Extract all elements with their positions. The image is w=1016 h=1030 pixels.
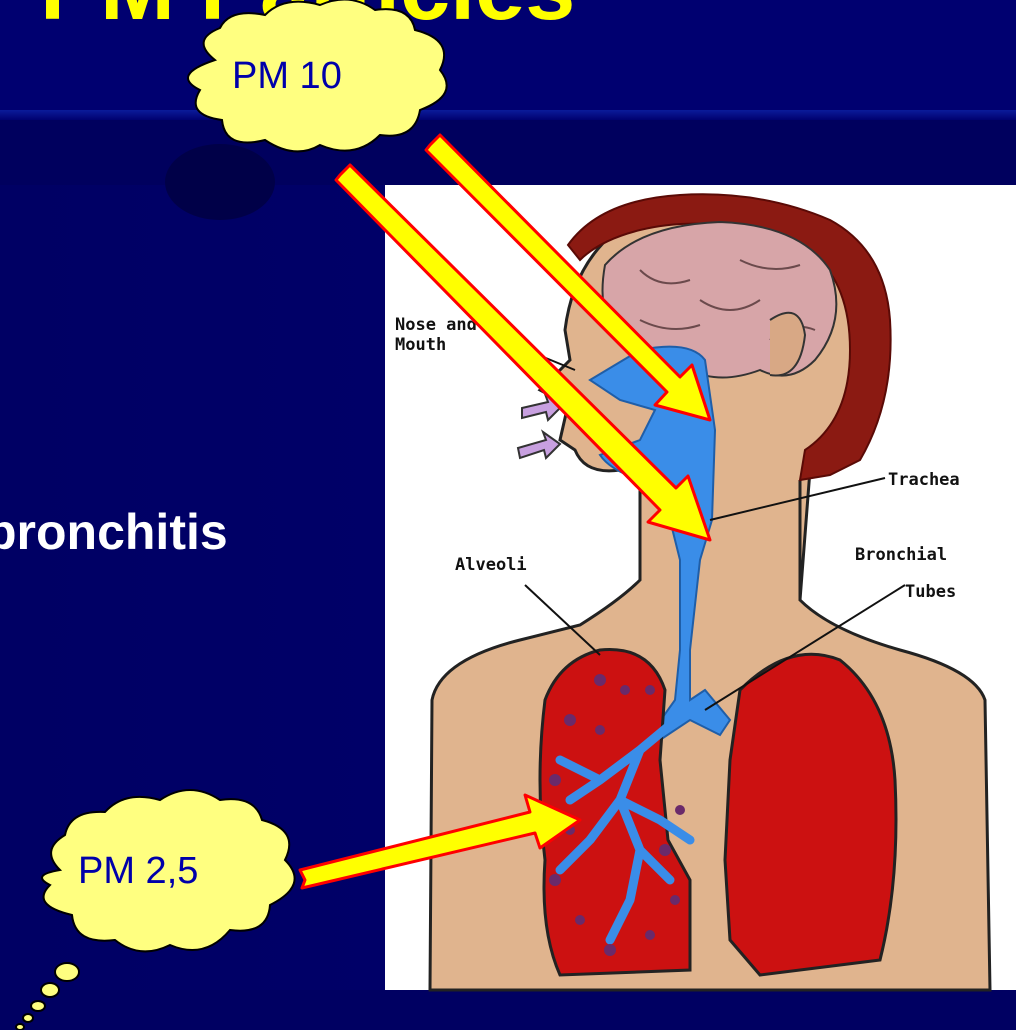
- label-bronchial-2: Tubes: [905, 582, 956, 602]
- cloud-pm10-label: PM 10: [232, 55, 342, 98]
- label-bronchial-1: Bronchial: [855, 545, 947, 565]
- right-lung: [725, 654, 896, 975]
- thought-bubbles: [16, 963, 79, 1030]
- cloud-pm25-label: PM 2,5: [78, 850, 198, 893]
- label-alveoli: Alveoli: [455, 555, 527, 575]
- label-trachea: Trachea: [888, 470, 960, 490]
- label-nose-mouth-2: Mouth: [395, 335, 446, 355]
- label-nose-mouth-1: Nose and: [395, 315, 477, 335]
- decor-ellipse: [165, 144, 275, 220]
